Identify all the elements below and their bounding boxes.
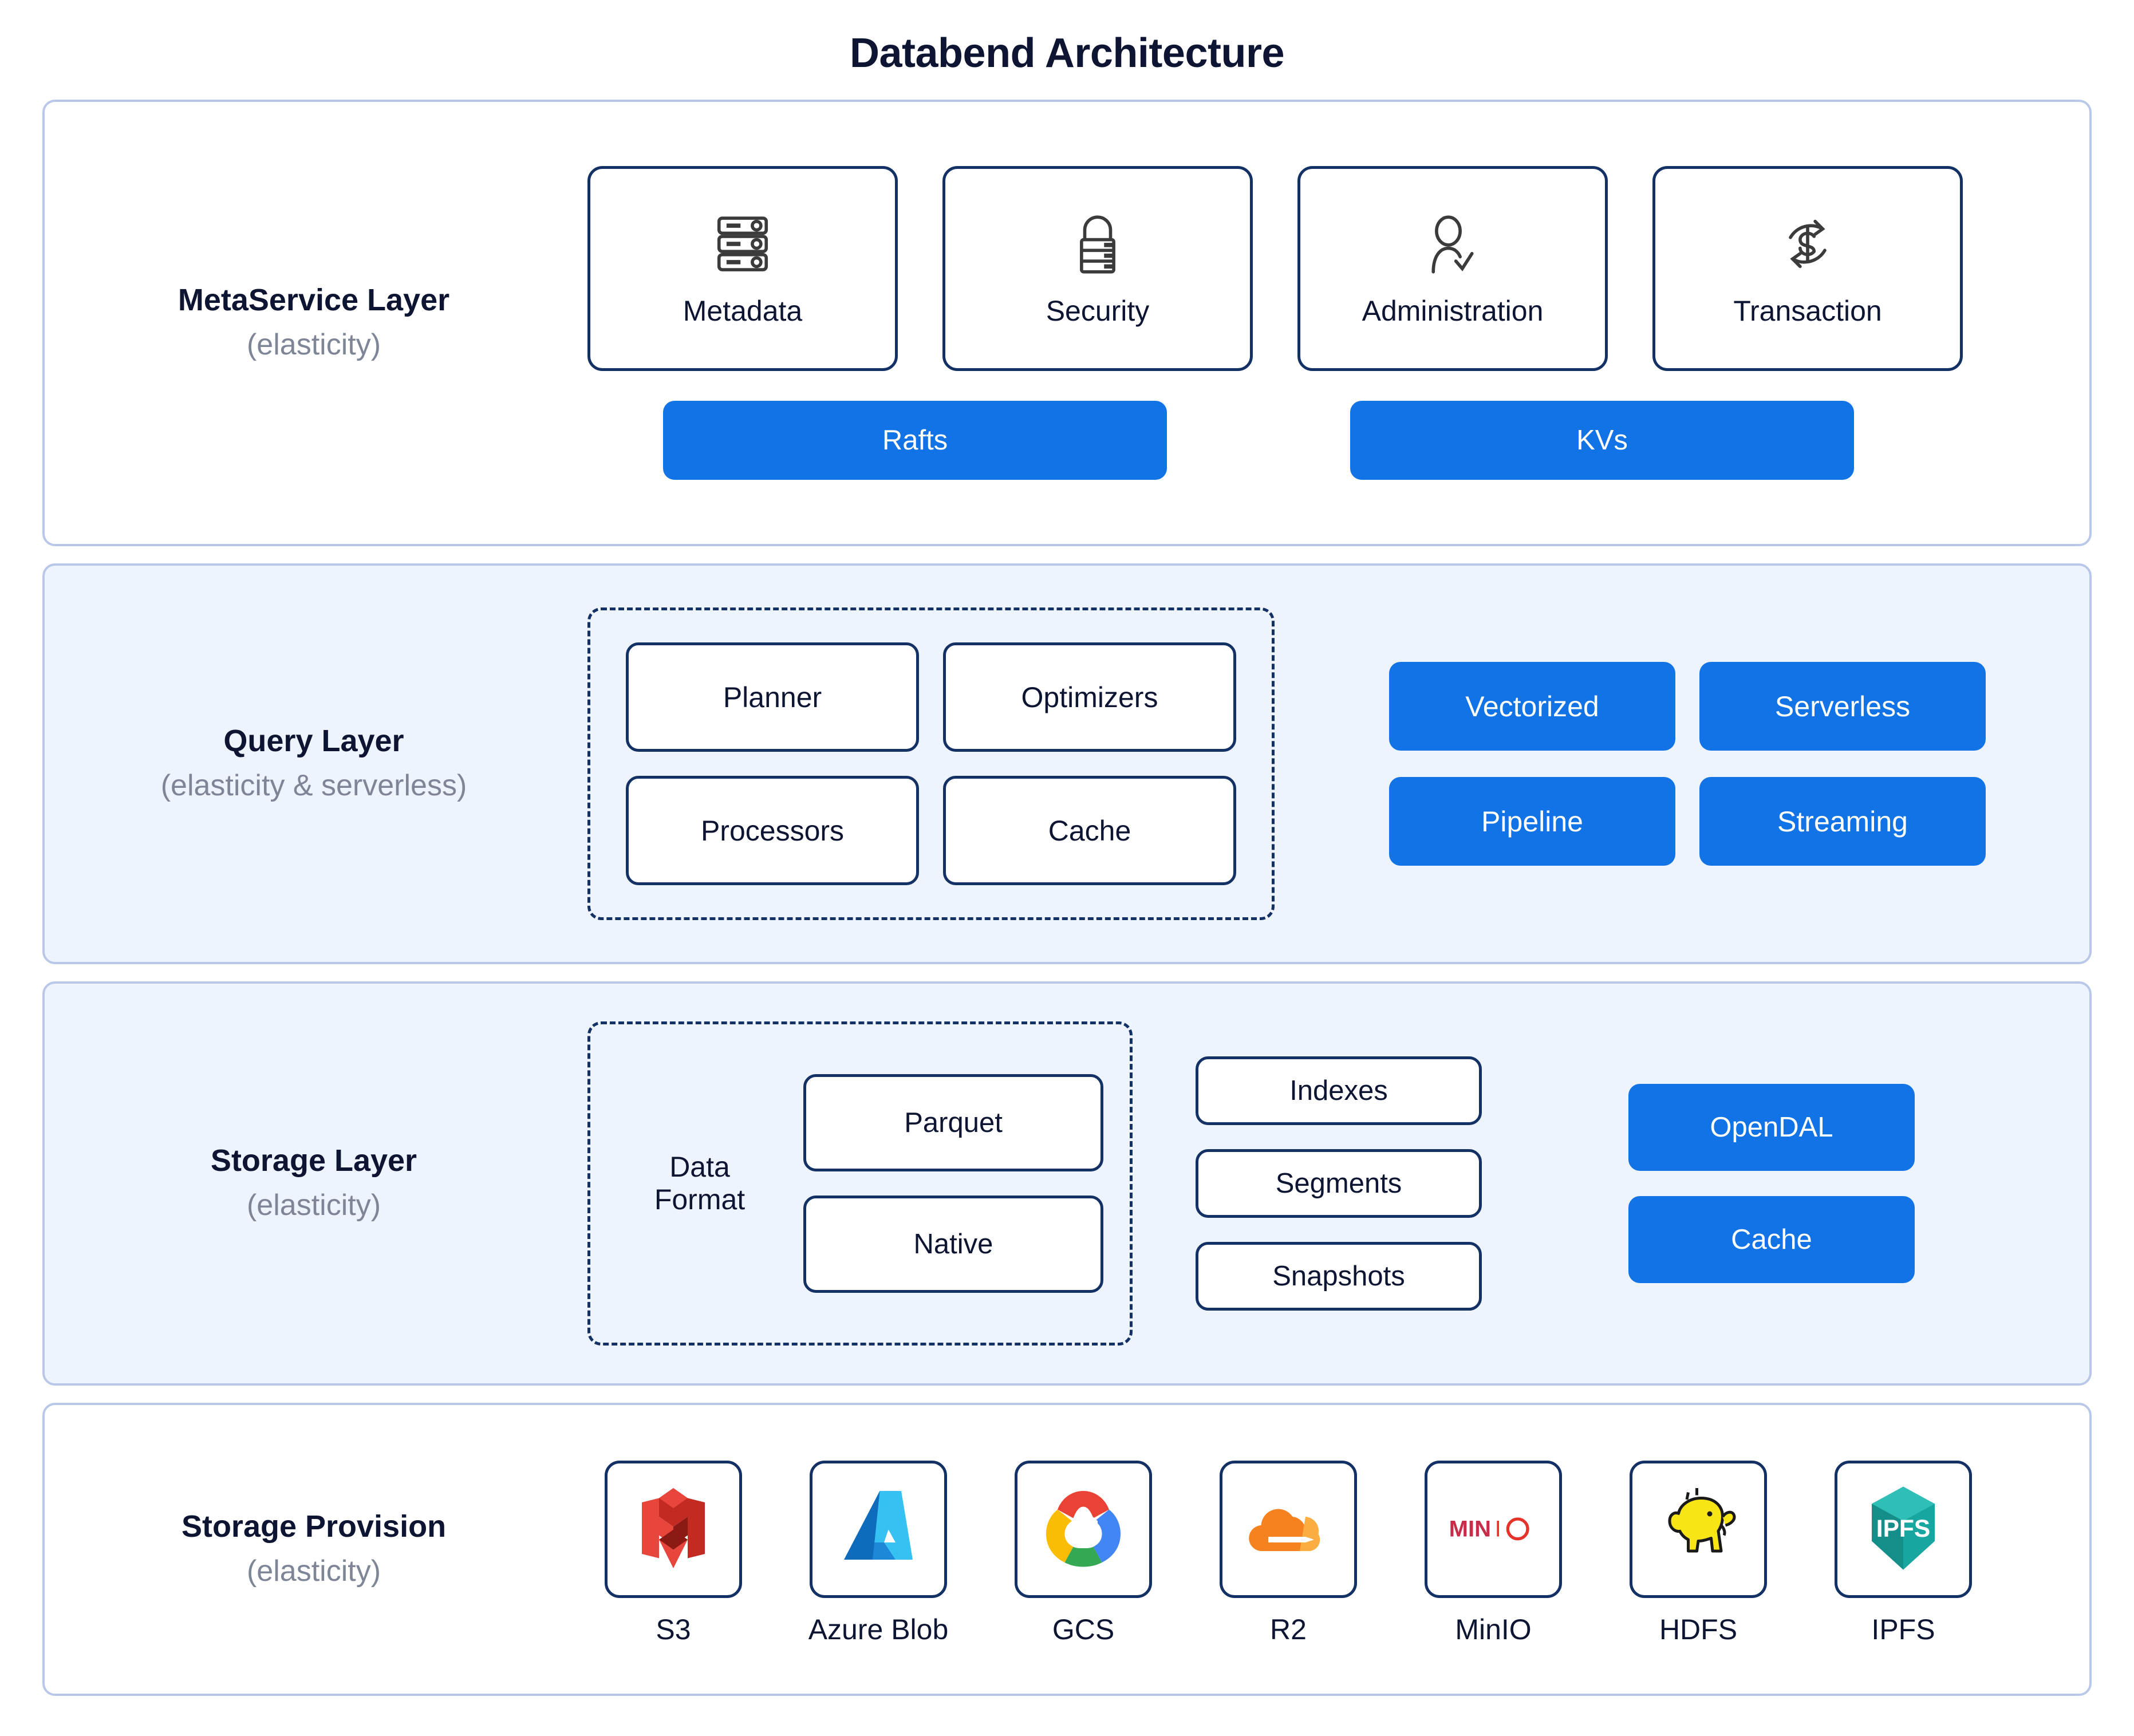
data-format-group: Data Format Parquet Native xyxy=(587,1021,1133,1346)
minio-logo: MIN I xyxy=(1447,1482,1539,1577)
query-layer-title: Query Layer xyxy=(223,724,404,759)
query-button-vectorized[interactable]: Vectorized xyxy=(1389,662,1675,751)
layer-stack: MetaService Layer (elasticity) xyxy=(0,100,2134,1696)
provider-label: IPFS xyxy=(1871,1613,1935,1646)
provider-hdfs[interactable]: HDFS xyxy=(1612,1461,1784,1646)
storage-button-cache[interactable]: Cache xyxy=(1628,1196,1915,1283)
kvs-button[interactable]: KVs xyxy=(1350,401,1854,480)
svg-text:MIN: MIN xyxy=(1449,1516,1491,1541)
data-format-label-line1: Data xyxy=(669,1150,730,1183)
metaservice-layer-subtitle: (elasticity) xyxy=(246,328,381,361)
storage-metadata-group: Indexes Segments Snapshots xyxy=(1196,1056,1482,1311)
metaservice-card-transaction[interactable]: Transaction xyxy=(1652,166,1963,371)
svg-text:I: I xyxy=(1495,1516,1501,1541)
metaservice-layer: MetaService Layer (elasticity) xyxy=(42,100,2092,546)
metaservice-card-metadata[interactable]: Metadata xyxy=(587,166,898,371)
provider-r2[interactable]: R2 xyxy=(1202,1461,1374,1646)
provider-tile xyxy=(1220,1461,1357,1598)
azure-logo xyxy=(833,1482,924,1577)
query-box-processors[interactable]: Processors xyxy=(626,776,919,885)
metaservice-card-administration[interactable]: Administration xyxy=(1297,166,1608,371)
query-button-serverless[interactable]: Serverless xyxy=(1699,662,1986,751)
page-title: Databend Architecture xyxy=(850,30,1285,76)
storage-button-opendal[interactable]: OpenDAL xyxy=(1628,1084,1915,1171)
user-check-icon xyxy=(1418,210,1487,278)
metaservice-layer-label: MetaService Layer (elasticity) xyxy=(45,281,583,365)
storage-access-group: OpenDAL Cache xyxy=(1628,1084,1915,1283)
padlock-icon xyxy=(1063,210,1132,278)
query-layer: Query Layer (elasticity & serverless) Pl… xyxy=(42,563,2092,964)
query-layer-label: Query Layer (elasticity & serverless) xyxy=(45,722,583,806)
query-box-optimizers[interactable]: Optimizers xyxy=(943,642,1236,752)
query-layer-body: Planner Optimizers Processors Cache Vect… xyxy=(583,607,2089,920)
metaservice-button-row: Rafts KVs xyxy=(583,401,2089,480)
data-format-stack: Parquet Native xyxy=(803,1074,1103,1293)
provider-tile xyxy=(1630,1461,1767,1598)
provider-azure-blob[interactable]: Azure Blob xyxy=(792,1461,964,1646)
storage-provision-title: Storage Provision xyxy=(181,1509,447,1544)
storage-layer-label: Storage Layer (elasticity) xyxy=(45,1142,583,1225)
data-format-native[interactable]: Native xyxy=(803,1196,1103,1293)
provider-s3[interactable]: S3 xyxy=(587,1461,759,1646)
storage-box-segments[interactable]: Segments xyxy=(1196,1149,1482,1218)
metaservice-card-row: Metadata xyxy=(583,166,2089,371)
metaservice-card-label: Administration xyxy=(1362,295,1544,327)
query-feature-group: Vectorized Serverless Pipeline Streaming xyxy=(1389,662,1986,866)
dollar-refresh-icon xyxy=(1773,210,1842,278)
metaservice-card-label: Metadata xyxy=(683,295,803,327)
hadoop-elephant-logo xyxy=(1652,1482,1744,1577)
storage-layer-subtitle: (elasticity) xyxy=(246,1188,381,1222)
metaservice-card-label: Security xyxy=(1046,295,1150,327)
metaservice-card-security[interactable]: Security xyxy=(942,166,1253,371)
metaservice-card-label: Transaction xyxy=(1733,295,1882,327)
svg-text:IPFS: IPFS xyxy=(1876,1516,1930,1542)
query-layer-subtitle: (elasticity & serverless) xyxy=(160,768,467,802)
provider-gcs[interactable]: GCS xyxy=(997,1461,1169,1646)
google-cloud-logo xyxy=(1038,1482,1129,1577)
cloudflare-logo xyxy=(1242,1482,1334,1577)
provider-tile: MIN I xyxy=(1425,1461,1562,1598)
provider-minio[interactable]: MIN I MinIO xyxy=(1407,1461,1579,1646)
metaservice-layer-title: MetaService Layer xyxy=(177,283,450,318)
ipfs-logo: IPFS xyxy=(1857,1482,1949,1577)
storage-provision-subtitle: (elasticity) xyxy=(246,1554,381,1588)
query-core-group: Planner Optimizers Processors Cache xyxy=(587,607,1275,920)
query-button-streaming[interactable]: Streaming xyxy=(1699,777,1986,866)
query-box-planner[interactable]: Planner xyxy=(626,642,919,752)
provider-ipfs[interactable]: IPFS IPFS xyxy=(1817,1461,1989,1646)
storage-layer-body: Data Format Parquet Native Indexes Segme… xyxy=(583,1021,2089,1346)
storage-provision-layer: Storage Provision (elasticity) xyxy=(42,1403,2092,1696)
storage-provision-label: Storage Provision (elasticity) xyxy=(45,1508,583,1591)
provider-label: HDFS xyxy=(1659,1613,1738,1646)
storage-box-snapshots[interactable]: Snapshots xyxy=(1196,1242,1482,1311)
storage-box-indexes[interactable]: Indexes xyxy=(1196,1056,1482,1125)
query-box-cache[interactable]: Cache xyxy=(943,776,1236,885)
provider-label: Azure Blob xyxy=(808,1613,949,1646)
query-button-pipeline[interactable]: Pipeline xyxy=(1389,777,1675,866)
data-format-parquet[interactable]: Parquet xyxy=(803,1074,1103,1171)
provider-tile xyxy=(810,1461,947,1598)
provider-tile xyxy=(1015,1461,1152,1598)
provider-label: GCS xyxy=(1052,1613,1115,1646)
provider-label: R2 xyxy=(1270,1613,1307,1646)
provider-label: S3 xyxy=(656,1613,691,1646)
storage-layer-title: Storage Layer xyxy=(210,1143,417,1178)
rafts-button[interactable]: Rafts xyxy=(663,401,1167,480)
storage-provision-body: S3 Azure xyxy=(583,1453,2089,1646)
provider-tile: IPFS xyxy=(1835,1461,1972,1598)
data-format-label-line2: Format xyxy=(654,1183,745,1216)
provider-label: MinIO xyxy=(1455,1613,1532,1646)
storage-layer: Storage Layer (elasticity) Data Format P… xyxy=(42,981,2092,1386)
server-stack-icon xyxy=(708,210,777,278)
data-format-label: Data Format xyxy=(617,1151,783,1217)
provider-tile xyxy=(605,1461,742,1598)
metaservice-layer-body: Metadata xyxy=(583,166,2089,480)
aws-s3-logo xyxy=(628,1482,719,1577)
